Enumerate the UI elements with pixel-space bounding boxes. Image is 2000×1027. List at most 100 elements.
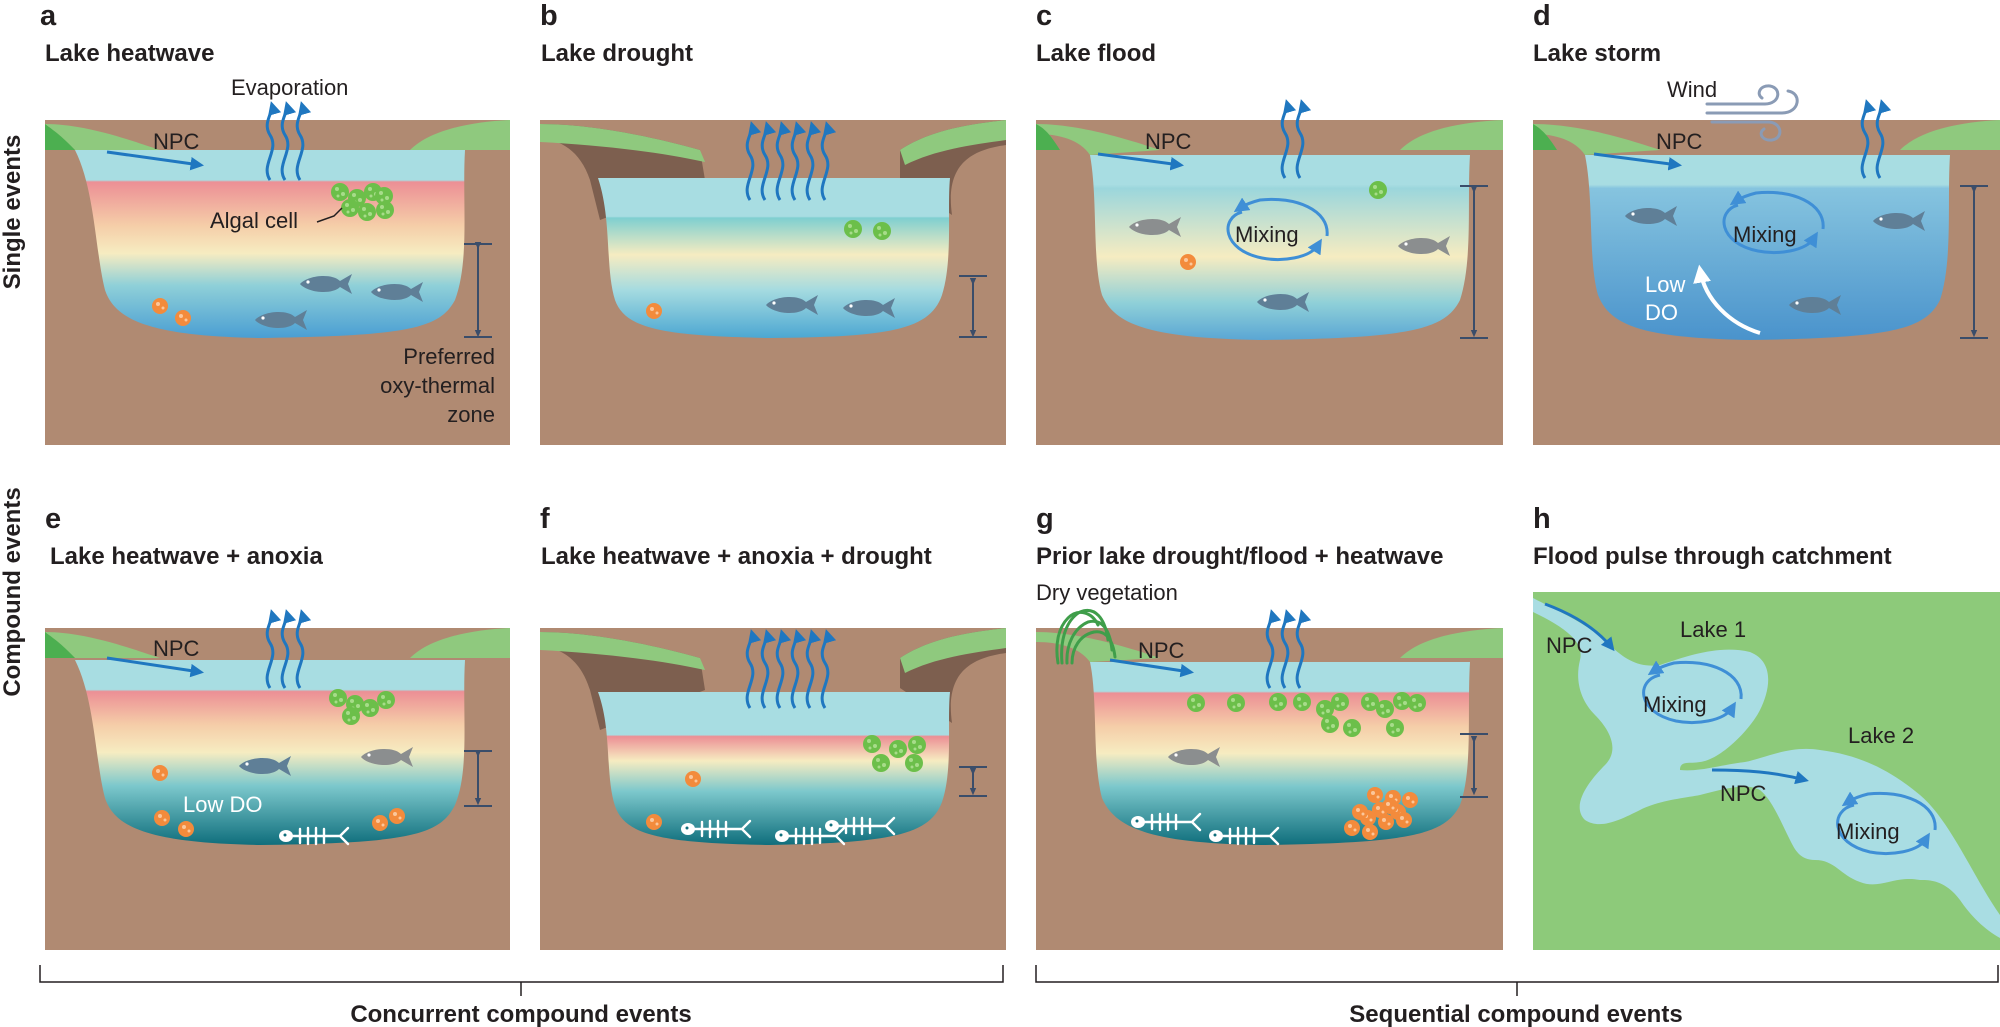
panel-a-letter: a [40,0,57,32]
panel-d: d Lake storm NPC Wind Mixing Low DO [1533,0,2000,445]
npc-arrow [1097,152,1185,171]
npc-arrow [1109,658,1195,678]
panel-g: g Prior lake drought/flood + heatwave Dr… [1036,503,1503,950]
low-do-label-1: Low [1645,272,1685,297]
evaporation-arrows [745,121,837,201]
lake-water [1090,155,1470,340]
panel-d-title: Lake storm [1533,40,1661,67]
grass-bank-left [1533,124,1660,155]
evaporation-arrows [1860,99,1892,179]
mixing-loop [1226,197,1329,261]
algal-cell-label: Algal cell [210,208,298,233]
upwelling-arrow [1693,264,1761,335]
row-label-single: Single events [0,135,26,290]
panel-c-title: Lake flood [1036,40,1156,67]
lake-water [1585,155,1950,340]
mixing-label-1: Mixing [1643,692,1707,717]
evaporation-label: Evaporation [231,75,348,100]
npc-arrow-2 [1711,768,1809,785]
particle [646,814,662,830]
panel-h: h Flood pulse through catchment NPC Lake… [1533,503,2000,950]
grass-bank-left-dark [45,124,75,150]
row-label-compound: Compound events [0,487,26,696]
evaporation-arrows [265,101,312,181]
particle [685,771,701,787]
evaporation-arrows [1280,99,1312,179]
panel-e-title: Lake heatwave + anoxia [50,543,323,570]
grass-bank-left [540,632,705,670]
grass-bank-left-dark [1533,124,1557,150]
wind-icon [1705,84,1799,142]
npc-arrow [1593,152,1683,171]
evaporation-arrows [745,629,837,709]
npc-label: NPC [153,636,200,661]
lake-water [598,692,950,845]
lake-2-label: Lake 2 [1848,723,1914,748]
panel-e-letter: e [45,503,61,535]
panel-f-letter: f [540,503,550,535]
panel-c: c Lake flood NPC Mixing [1036,0,1503,445]
grass-bank-right [410,120,510,150]
lake-water [598,178,950,338]
grass-bank-left-dark [1036,124,1060,150]
grass-bank-right [1900,120,2000,150]
grass-bank-right [900,120,1006,165]
low-do-label: Low DO [183,792,262,817]
panel-c-letter: c [1036,0,1052,32]
mixing-label: Mixing [1235,222,1299,247]
panel-e: e Lake heatwave + anoxia NPC Low DO [45,503,510,950]
panel-b-title: Lake drought [541,40,693,67]
particle [1180,254,1196,270]
panel-b: b Lake drought [540,0,1006,445]
sequential-label: Sequential compound events [1349,1001,1682,1027]
evaporation-arrows [1265,609,1312,689]
grass-bank-left [540,124,705,162]
lake-1-label: Lake 1 [1680,617,1746,642]
lake-water [1090,662,1470,845]
grass-bank-right [1400,628,1503,658]
panel-g-letter: g [1036,503,1054,535]
dry-vegetation [1055,609,1117,665]
grass-bank-left [1036,124,1160,155]
panel-a-title: Lake heatwave [45,40,214,67]
grass-bank-right [410,628,510,658]
mixing-label: Mixing [1733,222,1797,247]
low-do-label-2: DO [1645,300,1678,325]
sequential-bracket [1035,965,1999,996]
zone-label-3: zone [447,402,495,427]
concurrent-label: Concurrent compound events [350,1001,691,1027]
panel-b-letter: b [540,0,558,32]
panel-h-title: Flood pulse through catchment [1533,543,1892,570]
grass-bank-left [45,632,160,658]
panel-f-title: Lake heatwave + anoxia + drought [541,543,932,570]
dry-vegetation-label: Dry vegetation [1036,580,1178,605]
panel-a: a Lake heatwave NPC Evaporation Algal ce… [40,0,510,445]
grass-bank-left-dark [45,632,75,658]
grass-bank-left [1036,632,1160,662]
npc-label: NPC [1656,129,1703,154]
panel-d-letter: d [1533,0,1551,32]
grass-bank-right [1400,120,1503,150]
wind-label: Wind [1667,77,1717,102]
algal-cell [1369,181,1387,199]
mixing-loop-2 [1836,791,1937,855]
grass-bank-left [45,124,160,150]
npc-label-2: NPC [1720,781,1767,806]
npc-label-1: NPC [1546,633,1593,658]
npc-arrow-1 [1544,602,1615,652]
mixing-loop-1 [1642,660,1743,724]
npc-label: NPC [153,129,200,154]
npc-arrow [106,656,205,678]
particle [646,303,662,319]
grass-bank-right [900,628,1006,673]
zone-label-2: oxy-thermal [380,373,495,398]
panel-h-letter: h [1533,503,1551,535]
npc-label: NPC [1138,638,1185,663]
npc-arrow [106,150,205,171]
panel-f: f Lake heatwave + anoxia + drought [540,503,1006,950]
evaporation-arrows [265,609,312,689]
npc-label: NPC [1145,129,1192,154]
mixing-label-2: Mixing [1836,819,1900,844]
concurrent-bracket [39,965,1004,996]
